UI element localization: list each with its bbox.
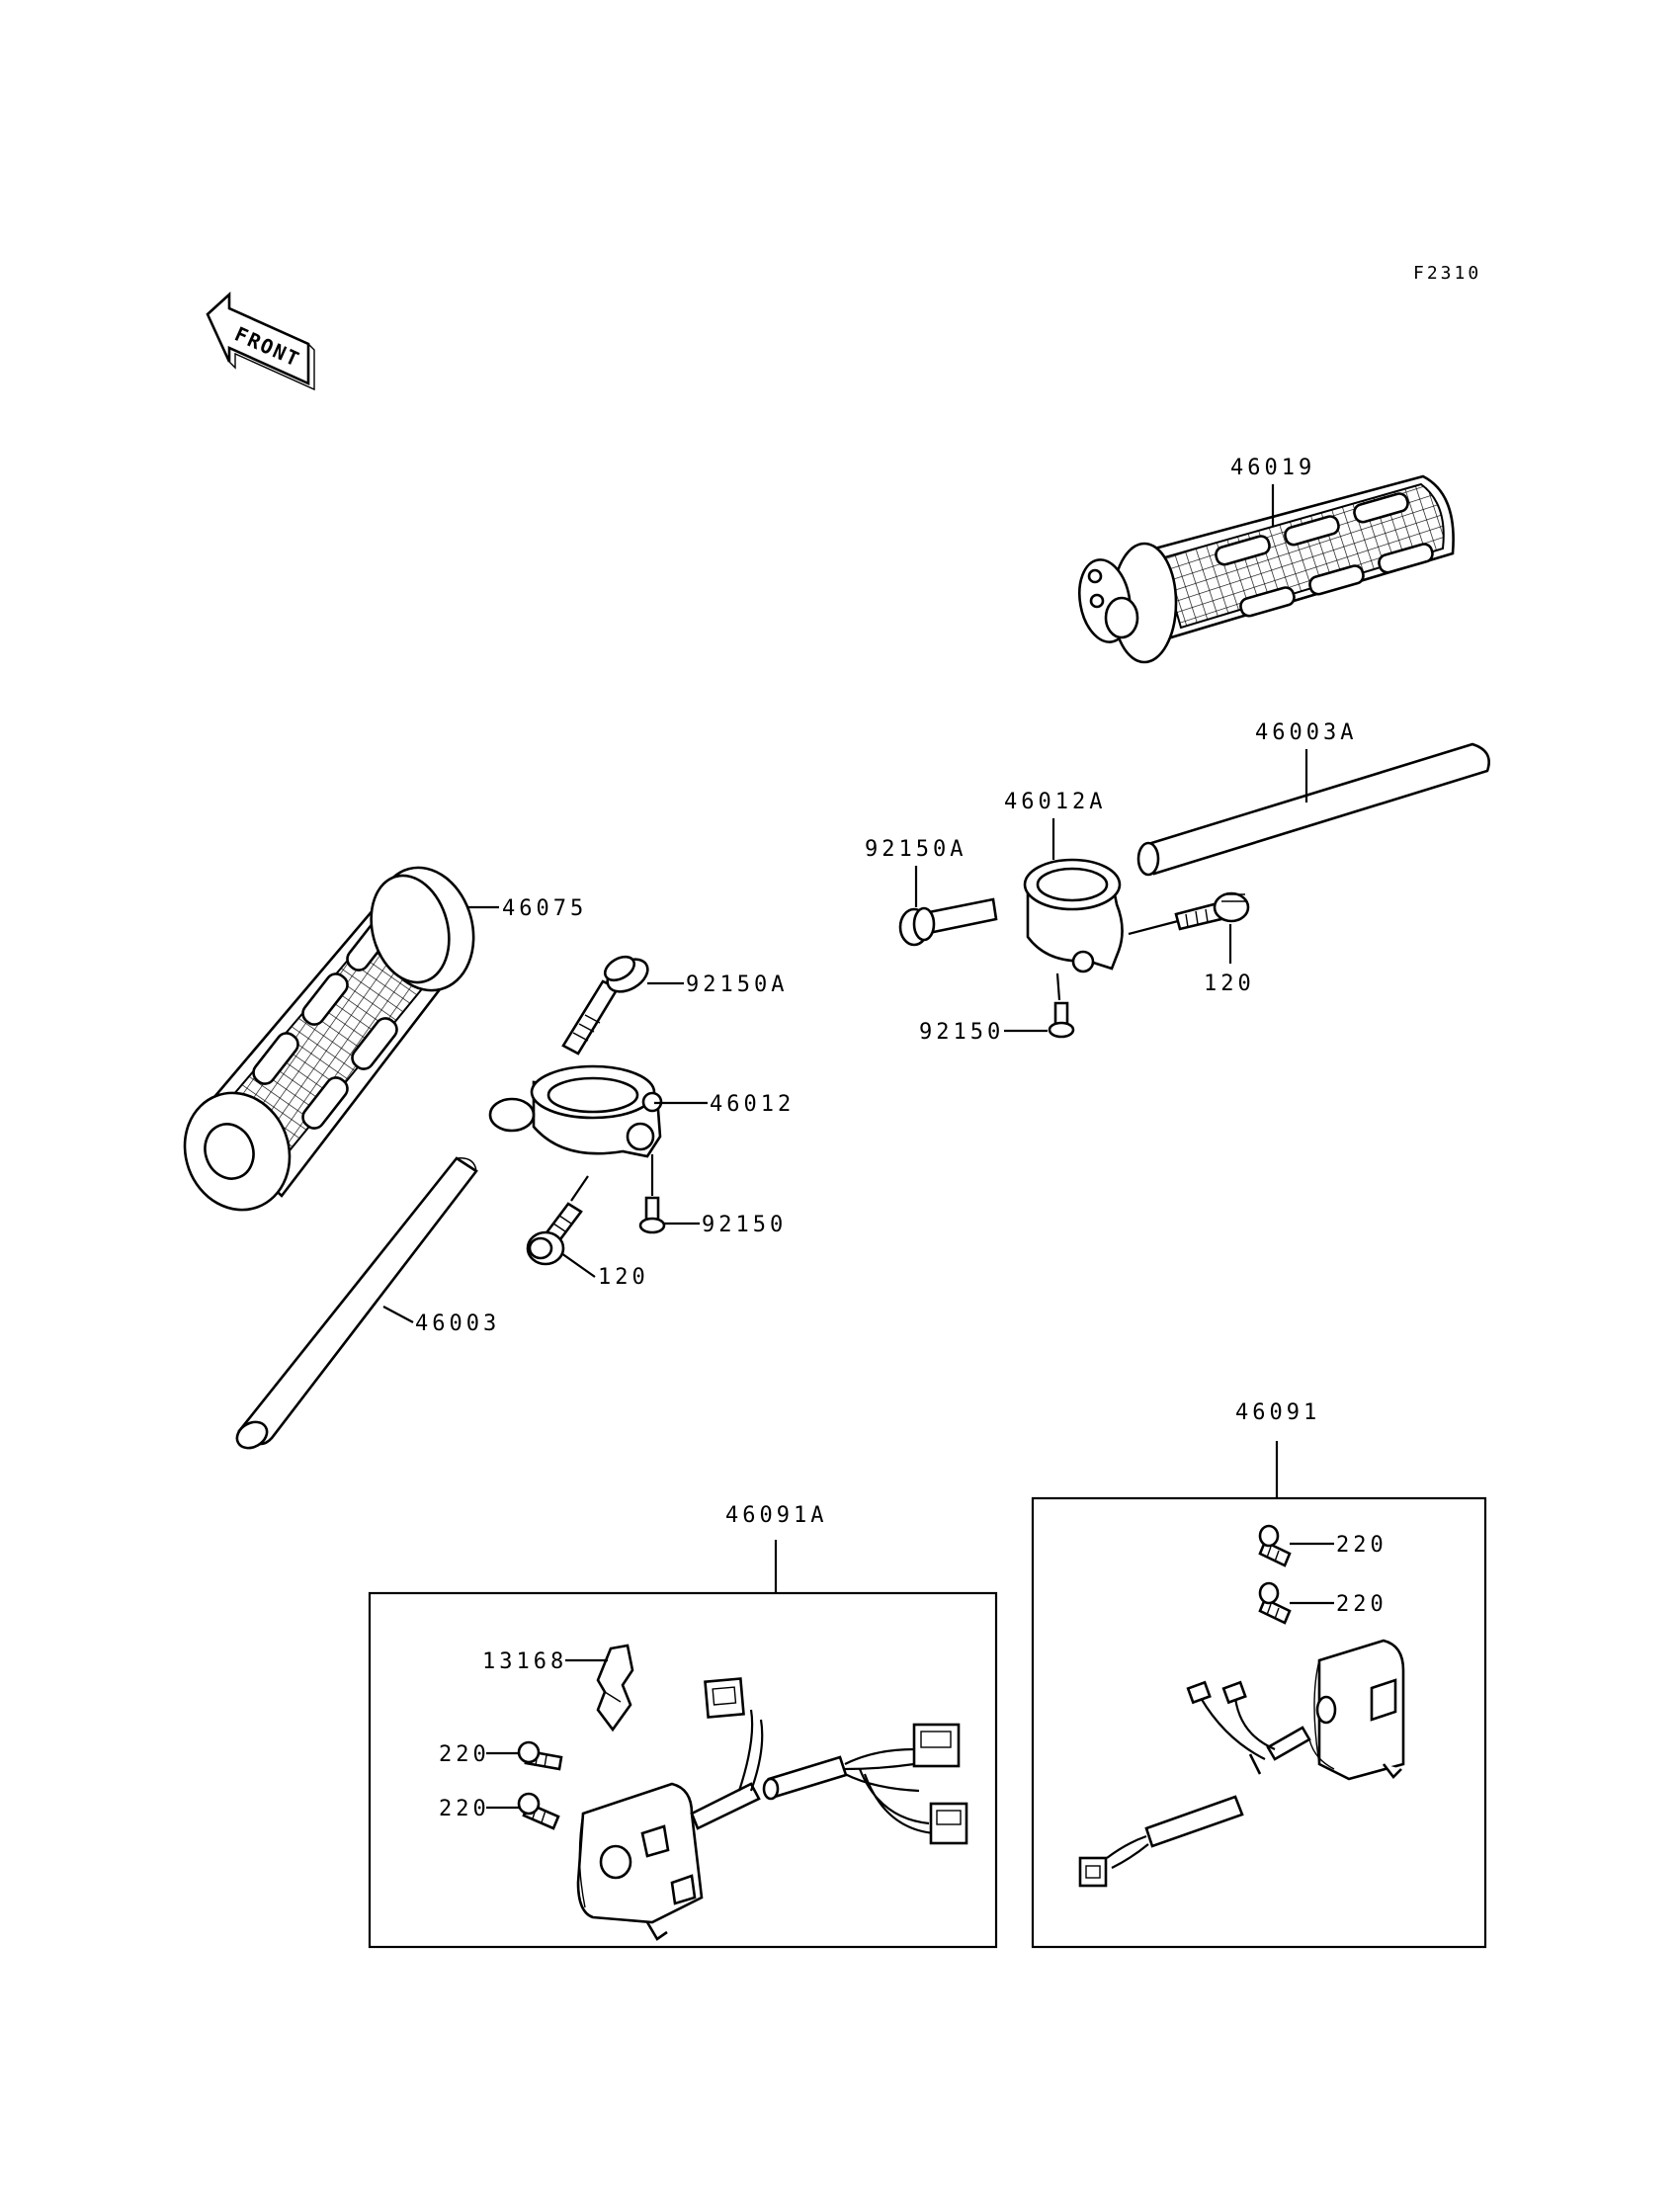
figure-code: F2310 (1413, 263, 1481, 284)
label-220-d: 220 (439, 1797, 490, 1821)
front-arrow-icon: FRONT (206, 292, 315, 391)
label-46003A: 46003A (1255, 720, 1357, 745)
label-220-c: 220 (439, 1742, 490, 1767)
label-92150A-right: 92150A (865, 837, 966, 862)
left-switch-harness (704, 1677, 968, 1845)
left-handlebar (235, 1156, 478, 1450)
left-clamp-screw (526, 1202, 583, 1266)
left-switch-screw-c (517, 1740, 563, 1771)
label-92150A-left: 92150A (686, 972, 788, 997)
left-clamp (488, 1064, 663, 1158)
left-switch-screw-d (517, 1792, 560, 1830)
left-switch-clip (596, 1644, 634, 1732)
label-46091: 46091 (1235, 1400, 1320, 1425)
label-46075: 46075 (502, 896, 587, 921)
right-clamp-screw (1174, 891, 1250, 931)
label-120-right: 120 (1204, 972, 1255, 996)
kit-box-46091A (368, 1591, 998, 1949)
label-46019: 46019 (1230, 456, 1315, 480)
right-clamp-bolt (898, 897, 998, 947)
right-small-screw (1048, 1001, 1075, 1039)
left-switch-housing (576, 1782, 761, 1941)
right-switch-housing (1266, 1639, 1405, 1781)
right-switch-screw-b (1258, 1581, 1292, 1625)
left-clamp-bolt (561, 955, 649, 1056)
label-13168: 13168 (482, 1649, 567, 1674)
label-92150-right: 92150 (919, 1020, 1004, 1045)
kit-box-46091 (1031, 1496, 1487, 1949)
label-120-left: 120 (598, 1265, 649, 1290)
right-switch-harness (1078, 1680, 1276, 1888)
left-grip (183, 866, 475, 1212)
label-220-a: 220 (1336, 1533, 1387, 1558)
right-handlebar (1136, 742, 1490, 877)
label-92150-left: 92150 (702, 1213, 787, 1237)
label-46091A: 46091A (725, 1503, 827, 1528)
label-46003: 46003 (415, 1311, 500, 1336)
label-46012A: 46012A (1004, 790, 1106, 814)
label-46012: 46012 (710, 1092, 795, 1117)
right-switch-screw-a (1258, 1524, 1292, 1567)
right-clamp (1023, 858, 1124, 973)
right-throttle-grip (1078, 474, 1455, 664)
left-small-screw (638, 1196, 666, 1234)
label-220-b: 220 (1336, 1592, 1387, 1617)
